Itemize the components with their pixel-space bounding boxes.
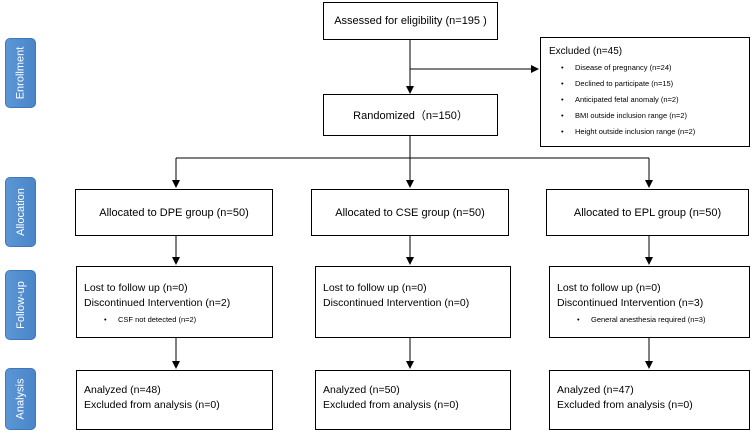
stage-enrollment: Enrollment [5,38,36,108]
analysis-dpe-analyzed: Analyzed (n=48) [84,384,161,396]
allocation-box-cse: Allocated to CSE group (n=50) [311,189,509,236]
assessed-text: Assessed for eligibility (n=195 ) [334,15,487,27]
followup-box-cse: Lost to follow up (n=0) Discontinued Int… [315,266,511,338]
excluded-item: BMI outside inclusion range (n=2) [561,108,741,124]
excluded-item: Height outside inclusion range (n=2) [561,124,741,140]
analysis-cse-excluded: Excluded from analysis (n=0) [323,399,459,411]
followup-box-dpe: Lost to follow up (n=0) Discontinued Int… [76,266,273,338]
allocation-box-dpe: Allocated to DPE group (n=50) [75,189,273,236]
followup-epl-lost: Lost to follow up (n=0) [557,282,661,294]
analysis-box-cse: Analyzed (n=50) Excluded from analysis (… [315,370,511,430]
assessed-box: Assessed for eligibility (n=195 ) [323,2,498,40]
randomized-text: Randomized（n=150） [353,110,468,122]
stage-enrollment-label: Enrollment [14,46,27,100]
followup-dpe-discontinued: Discontinued Intervention (n=2) [84,297,231,309]
allocation-cse-text: Allocated to CSE group (n=50) [335,206,485,219]
followup-epl-discontinued: Discontinued Intervention (n=3) [557,297,704,309]
excluded-item: Declined to participate (n=15) [561,76,741,92]
followup-box-epl: Lost to follow up (n=0) Discontinued Int… [549,266,750,338]
stage-followup: Follow-up [5,270,36,340]
allocation-dpe-text: Allocated to DPE group (n=50) [99,206,249,219]
stage-allocation-label: Allocation [14,188,27,236]
stage-followup-label: Follow-up [14,281,27,329]
stage-allocation: Allocation [5,177,36,247]
followup-cse-lost: Lost to follow up (n=0) [323,282,427,294]
followup-cse-discontinued: Discontinued Intervention (n=0) [323,297,470,309]
excluded-box: Excluded (n=45) Disease of pregnancy (n=… [540,37,750,147]
randomized-box: Randomized（n=150） [323,94,498,136]
excluded-item: Disease of pregnancy (n=24) [561,60,741,76]
followup-epl-reason: General anesthesia required (n=3) [577,314,742,325]
stage-analysis: Analysis [5,368,36,430]
followup-dpe-lost: Lost to follow up (n=0) [84,282,188,294]
stage-analysis-label: Analysis [14,378,27,420]
followup-dpe-reason: CSF not detected (n=2) [104,314,265,325]
excluded-item: Anticipated fetal anomaly (n=2) [561,92,741,108]
allocation-epl-text: Allocated to EPL group (n=50) [573,206,722,219]
allocation-box-epl: Allocated to EPL group (n=50) [546,189,749,236]
analysis-epl-analyzed: Analyzed (n=47) [557,384,634,396]
analysis-box-dpe: Analyzed (n=48) Excluded from analysis (… [76,370,273,430]
analysis-epl-excluded: Excluded from analysis (n=0) [557,399,693,411]
analysis-dpe-excluded: Excluded from analysis (n=0) [84,399,220,411]
excluded-title: Excluded (n=45) [549,46,623,57]
analysis-box-epl: Analyzed (n=47) Excluded from analysis (… [549,370,750,430]
analysis-cse-analyzed: Analyzed (n=50) [323,384,400,396]
